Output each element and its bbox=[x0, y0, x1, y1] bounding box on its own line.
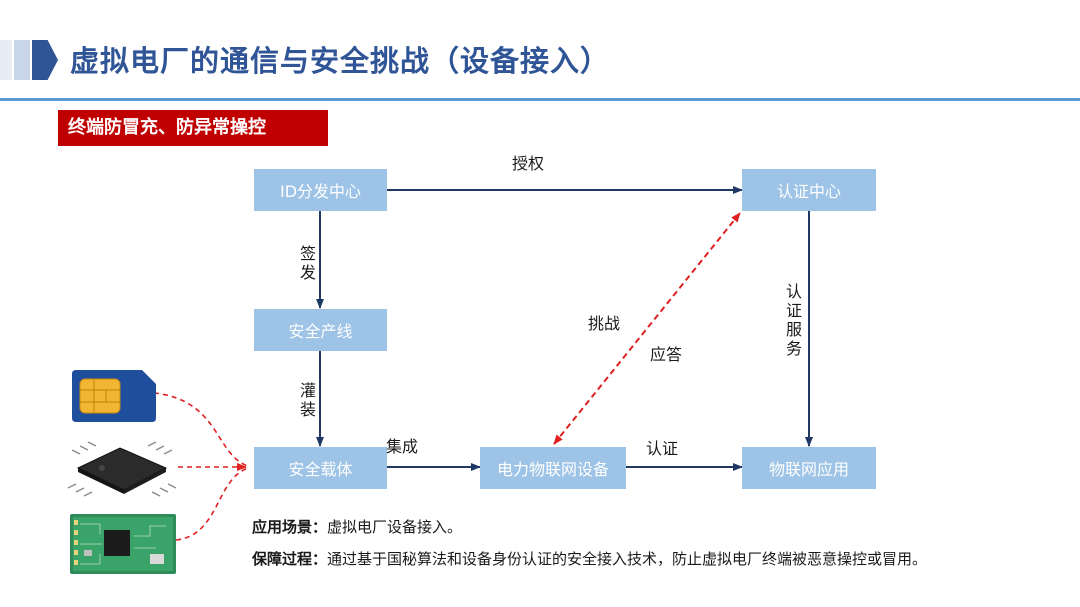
header-accent-light bbox=[0, 40, 12, 80]
page-title: 虚拟电厂的通信与安全挑战（设备接入） bbox=[70, 44, 611, 78]
process-text: 通过基于国秘算法和设备身份认证的安全接入技术，防止虚拟电厂终端被恶意操控或冒用。 bbox=[327, 550, 928, 568]
label-response: 应答 bbox=[650, 345, 683, 364]
label-integrate: 集成 bbox=[386, 437, 419, 456]
sim-card-icon bbox=[72, 370, 156, 422]
node-secure-line: 安全产线 bbox=[254, 309, 387, 351]
process-line: 保障过程：通过基于国秘算法和设备身份认证的安全接入技术，防止虚拟电厂终端被恶意操… bbox=[252, 548, 927, 569]
scenario-text: 虚拟电厂设备接入。 bbox=[327, 518, 463, 536]
label-authenticate: 认证 bbox=[646, 439, 679, 458]
node-auth-center: 认证中心 bbox=[742, 169, 876, 211]
arrow-challenge-response bbox=[553, 212, 741, 445]
chip-icon bbox=[67, 441, 177, 497]
node-secure-carrier: 安全载体 bbox=[254, 447, 387, 489]
label-authorize: 授权 bbox=[512, 154, 545, 173]
title-divider bbox=[0, 98, 1080, 101]
header-accent-mid bbox=[14, 40, 30, 80]
section-banner: 终端防冒充、防异常操控 bbox=[58, 110, 328, 146]
link-sim bbox=[153, 392, 249, 467]
node-iot-app: 物联网应用 bbox=[742, 447, 876, 489]
scenario-line: 应用场景：虚拟电厂设备接入。 bbox=[252, 516, 462, 537]
label-issue: 签发 bbox=[299, 244, 316, 282]
link-board bbox=[175, 467, 249, 541]
node-id-center: ID分发中心 bbox=[254, 169, 387, 211]
label-fill: 灌装 bbox=[299, 381, 316, 419]
process-label: 保障过程： bbox=[252, 550, 328, 568]
node-power-iot-device: 电力物联网设备 bbox=[480, 447, 626, 489]
scenario-label: 应用场景： bbox=[252, 518, 328, 536]
circuit-board-icon bbox=[70, 514, 176, 574]
label-challenge: 挑战 bbox=[588, 314, 621, 333]
label-auth-service: 认证服务 bbox=[785, 282, 802, 358]
